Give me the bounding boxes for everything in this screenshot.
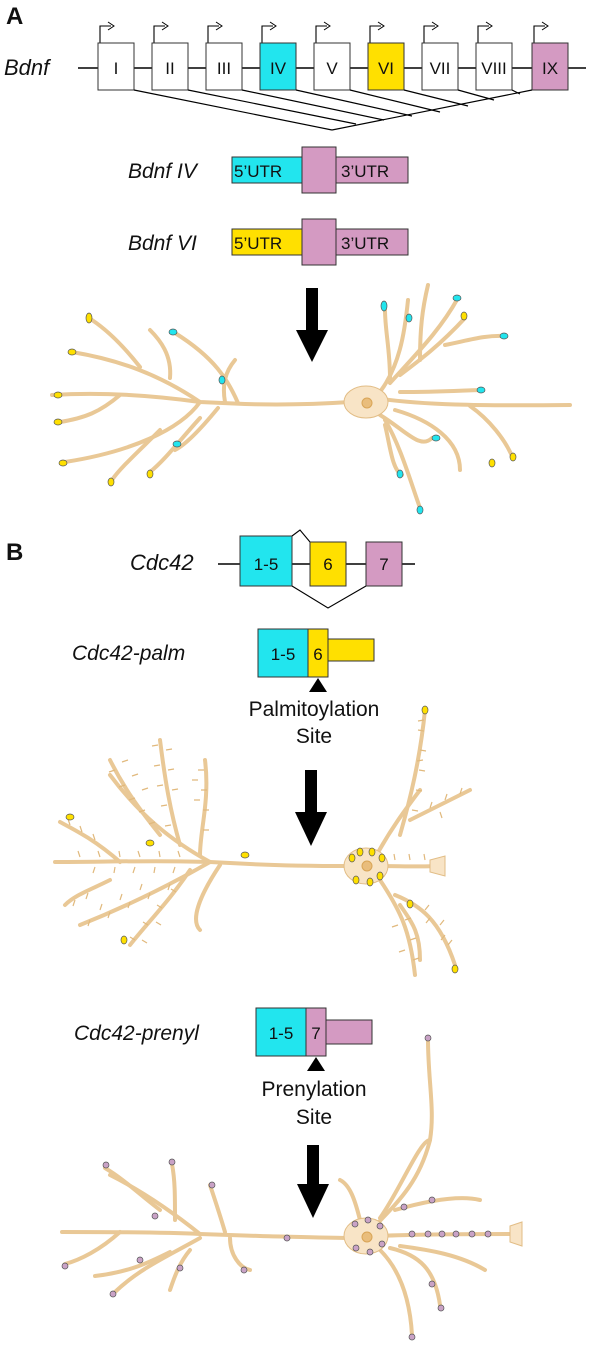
- cdc42-palm-isoform: Cdc42-palm 1-5 6 Palmitoylation Site: [72, 628, 380, 748]
- bdnf-exons: I II III IV V VI VII: [97, 21, 569, 91]
- svg-text:VII: VII: [430, 59, 451, 78]
- site-marker-icon: [309, 678, 327, 692]
- svg-text:6: 6: [323, 555, 332, 574]
- svg-text:Bdnf IV: Bdnf IV: [128, 160, 199, 183]
- bdnf-iv-transcript: Bdnf IV 5’UTR 3’UTR: [128, 146, 409, 194]
- svg-text:V: V: [326, 59, 338, 78]
- svg-text:5’UTR: 5’UTR: [234, 162, 282, 181]
- bdnf-exon-3: III: [205, 21, 243, 91]
- neuron-a: [50, 283, 572, 515]
- bdnf-splice-lines: [133, 89, 533, 131]
- neuron-b-palm: [53, 705, 472, 977]
- svg-text:Cdc42-prenyl: Cdc42-prenyl: [74, 1022, 200, 1045]
- bdnf-vi-transcript: Bdnf VI 5’UTR 3’UTR: [128, 218, 409, 266]
- bdnf-exon-7: VII: [421, 21, 459, 91]
- svg-text:1-5: 1-5: [254, 555, 279, 574]
- arrow-down-icon: [296, 288, 328, 362]
- bdnf-exon-8: VIII: [475, 21, 513, 91]
- svg-text:7: 7: [379, 555, 388, 574]
- svg-text:VI: VI: [378, 59, 394, 78]
- svg-text:3’UTR: 3’UTR: [341, 162, 389, 181]
- svg-text:IX: IX: [542, 59, 558, 78]
- svg-text:6: 6: [313, 645, 322, 664]
- svg-text:II: II: [165, 59, 174, 78]
- svg-text:Prenylation: Prenylation: [261, 1078, 366, 1101]
- neuron-b-prenyl: [60, 1034, 523, 1341]
- svg-text:III: III: [217, 59, 231, 78]
- svg-text:VIII: VIII: [481, 59, 507, 78]
- svg-text:Bdnf VI: Bdnf VI: [128, 232, 197, 255]
- svg-text:Cdc42-palm: Cdc42-palm: [72, 642, 185, 665]
- bdnf-exon-5: V: [313, 21, 351, 91]
- svg-text:Cdc42: Cdc42: [130, 550, 194, 575]
- svg-text:Site: Site: [296, 725, 332, 748]
- bdnf-gene-label: Bdnf: [4, 55, 52, 80]
- svg-text:7: 7: [311, 1024, 320, 1043]
- cdc42-prenyl-isoform: Cdc42-prenyl 1-5 7 Prenylation Site: [74, 1007, 373, 1129]
- cdc42-gene: Cdc42 1-5 6 7: [130, 526, 415, 609]
- svg-text:Palmitoylation: Palmitoylation: [249, 698, 380, 721]
- svg-text:1-5: 1-5: [271, 645, 296, 664]
- panel-a-label: A: [6, 3, 23, 30]
- bdnf-exon-2: II: [151, 21, 189, 91]
- svg-text:I: I: [114, 59, 119, 78]
- svg-text:IV: IV: [270, 59, 287, 78]
- bdnf-exon-1: I: [97, 21, 135, 91]
- svg-text:3’UTR: 3’UTR: [341, 234, 389, 253]
- svg-text:Site: Site: [296, 1106, 332, 1129]
- site-marker-icon: [307, 1057, 325, 1071]
- arrow-down-icon: [297, 1145, 329, 1218]
- bdnf-exon-4: IV: [259, 21, 297, 91]
- svg-text:5’UTR: 5’UTR: [234, 234, 282, 253]
- svg-text:1-5: 1-5: [269, 1024, 294, 1043]
- bdnf-exon-6: VI: [367, 21, 405, 91]
- bdnf-exon-9: IX: [531, 21, 569, 91]
- panel-b-label: B: [6, 539, 23, 566]
- arrow-down-icon: [295, 770, 327, 846]
